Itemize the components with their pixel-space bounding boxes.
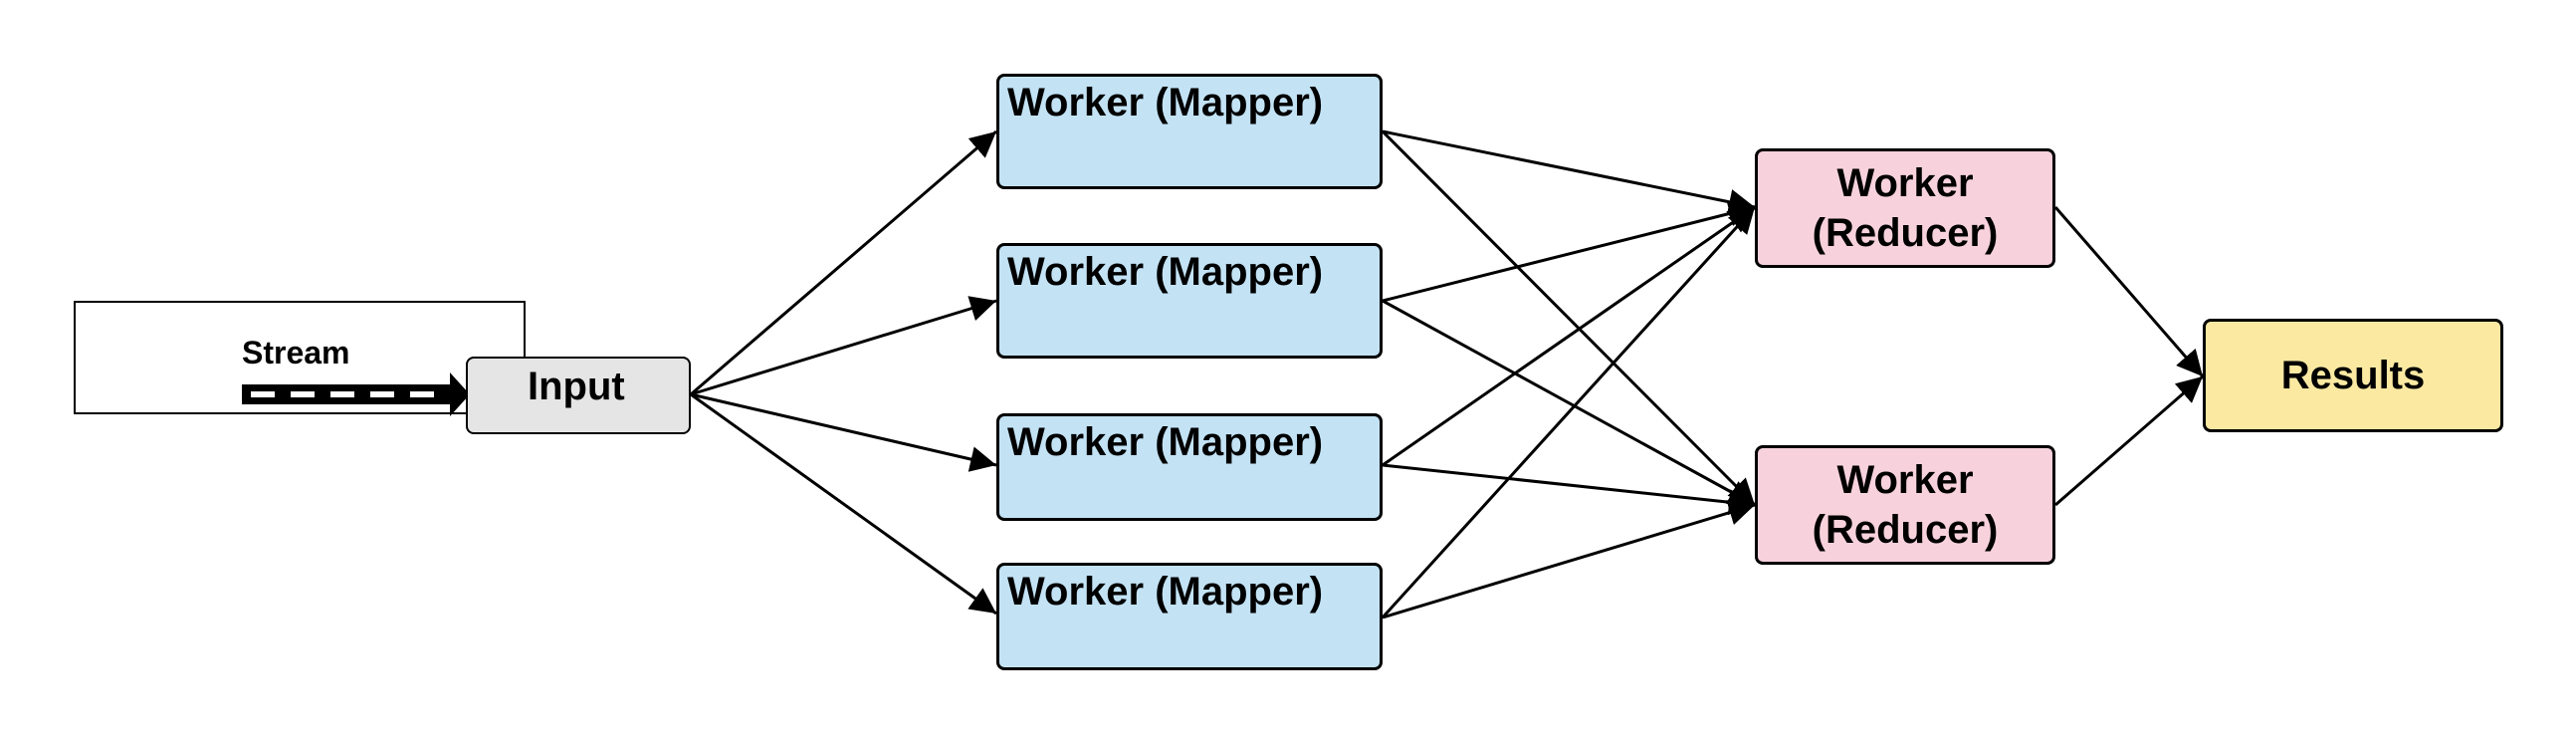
edge-reducer-2-to-results bbox=[2054, 374, 2204, 507]
mapper-label: Worker (Mapper) bbox=[1007, 250, 1324, 294]
edge-mapper-4-to-reducer-2 bbox=[1382, 500, 1756, 619]
mapper-label: Worker (Mapper) bbox=[1007, 420, 1324, 464]
mapper-node-2: Worker (Mapper) bbox=[996, 243, 1383, 359]
stream-dash bbox=[410, 391, 434, 397]
edge-mapper-4-to-reducer-1 bbox=[1381, 205, 1757, 619]
stream-label: Stream bbox=[242, 335, 350, 370]
edge-input-to-mapper-3 bbox=[690, 392, 997, 472]
mapper-node-3: Worker (Mapper) bbox=[996, 413, 1383, 521]
stream-dash bbox=[251, 391, 275, 397]
reducer-node-1: Worker (Reducer) bbox=[1755, 148, 2055, 268]
stream-dash bbox=[330, 391, 354, 397]
stream-dash bbox=[291, 391, 315, 397]
input-label: Input bbox=[528, 365, 625, 408]
stream-arrowhead bbox=[450, 372, 470, 416]
reducer-node-2: Worker (Reducer) bbox=[1755, 445, 2055, 565]
edge-mapper-1-to-reducer-2 bbox=[1381, 129, 1757, 507]
edge-input-to-mapper-2 bbox=[690, 296, 997, 396]
reducer-label-line2: (Reducer) bbox=[1812, 508, 1999, 552]
input-node: Input bbox=[466, 357, 691, 434]
edge-mapper-1-to-reducer-1 bbox=[1382, 129, 1756, 215]
reducer-label-line1: Worker bbox=[1836, 161, 1974, 205]
mapper-label: Worker (Mapper) bbox=[1007, 570, 1324, 614]
edge-input-to-mapper-4 bbox=[690, 392, 997, 616]
edge-reducer-1-to-results bbox=[2053, 206, 2205, 377]
results-label: Results bbox=[2280, 353, 2426, 397]
edge-mapper-3-to-reducer-1 bbox=[1382, 205, 1756, 467]
edge-mapper-2-to-reducer-1 bbox=[1382, 200, 1756, 303]
reducer-label-line1: Worker bbox=[1836, 458, 1974, 502]
stream-arrow-icon bbox=[242, 372, 470, 416]
mapper-label: Worker (Mapper) bbox=[1007, 81, 1324, 124]
reducer-label-line2: (Reducer) bbox=[1812, 211, 1999, 255]
mapper-node-1: Worker (Mapper) bbox=[996, 74, 1383, 189]
results-node: Results bbox=[2203, 319, 2503, 432]
mapper-node-4: Worker (Mapper) bbox=[996, 563, 1383, 670]
stream-dash bbox=[370, 391, 394, 397]
edge-input-to-mapper-1 bbox=[690, 129, 997, 396]
edge-mapper-3-to-reducer-2 bbox=[1382, 463, 1756, 516]
edge-mapper-2-to-reducer-2 bbox=[1382, 299, 1756, 507]
